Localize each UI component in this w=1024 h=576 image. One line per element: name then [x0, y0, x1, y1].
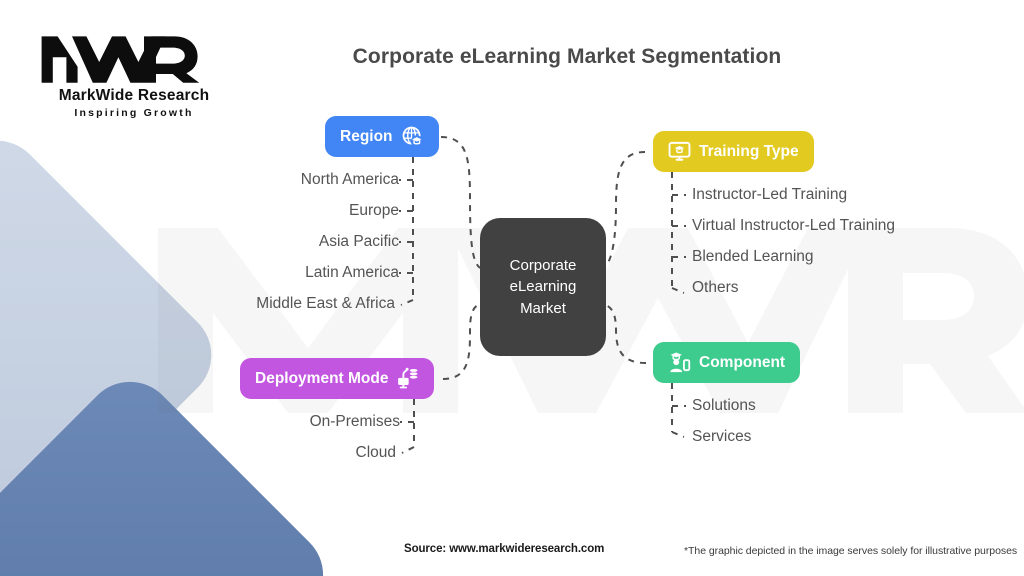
leaf-region-0: North America [300, 171, 399, 188]
center-node-line-2: eLearning [509, 278, 577, 296]
source-text: Source: www.markwideresearch.com [404, 543, 605, 555]
leaf-training-0: Instructor-Led Training [692, 186, 848, 203]
server-desktop-icon [396, 367, 419, 390]
leaf-region-2: Asia Pacific [318, 233, 399, 250]
leaf-training-2: Blended Learning [692, 248, 814, 265]
center-node-line-3: Market [520, 299, 566, 317]
page-title: Corporate eLearning Market Segmentation [352, 45, 782, 68]
brand-tagline: Inspiring Growth [74, 107, 194, 119]
leaf-component-0: Solutions [692, 397, 756, 414]
leaf-deployment-0: On-Premises [309, 413, 400, 430]
monitor-graduation-icon [668, 140, 691, 163]
branch-node-training-type[interactable]: Training Type [653, 131, 814, 172]
branch-label-training-type: Training Type [699, 142, 799, 160]
globe-graduation-icon [401, 125, 424, 148]
center-node-line-1: Corporate [509, 257, 577, 275]
disclaimer-text: *The graphic depicted in the image serve… [684, 545, 1018, 557]
leaf-deployment-1: Cloud [355, 444, 397, 461]
graduate-mobile-icon [668, 351, 691, 374]
branch-label-component: Component [699, 353, 786, 371]
branch-node-region[interactable]: Region [325, 116, 439, 157]
leaf-component-1: Services [692, 428, 752, 445]
brand-name: MarkWide Research [58, 87, 210, 104]
leaf-training-3: Others [692, 279, 739, 296]
branch-node-component[interactable]: Component [653, 342, 801, 383]
brand-logo: MarkWide Research Inspiring Growth [36, 30, 246, 119]
branch-label-region: Region [340, 127, 393, 145]
leaf-region-3: Latin America [305, 264, 399, 281]
leaf-training-1: Virtual Instructor-Led Training [692, 217, 896, 234]
branch-node-deployment-mode[interactable]: Deployment Mode [240, 358, 435, 399]
leaf-region-1: Europe [349, 202, 399, 219]
center-node: Corporate eLearning Market [480, 218, 606, 356]
branch-label-deployment-mode: Deployment Mode [255, 369, 389, 387]
leaf-region-4: Middle East & Africa [256, 295, 395, 312]
mwr-logo-mark [41, 36, 200, 83]
